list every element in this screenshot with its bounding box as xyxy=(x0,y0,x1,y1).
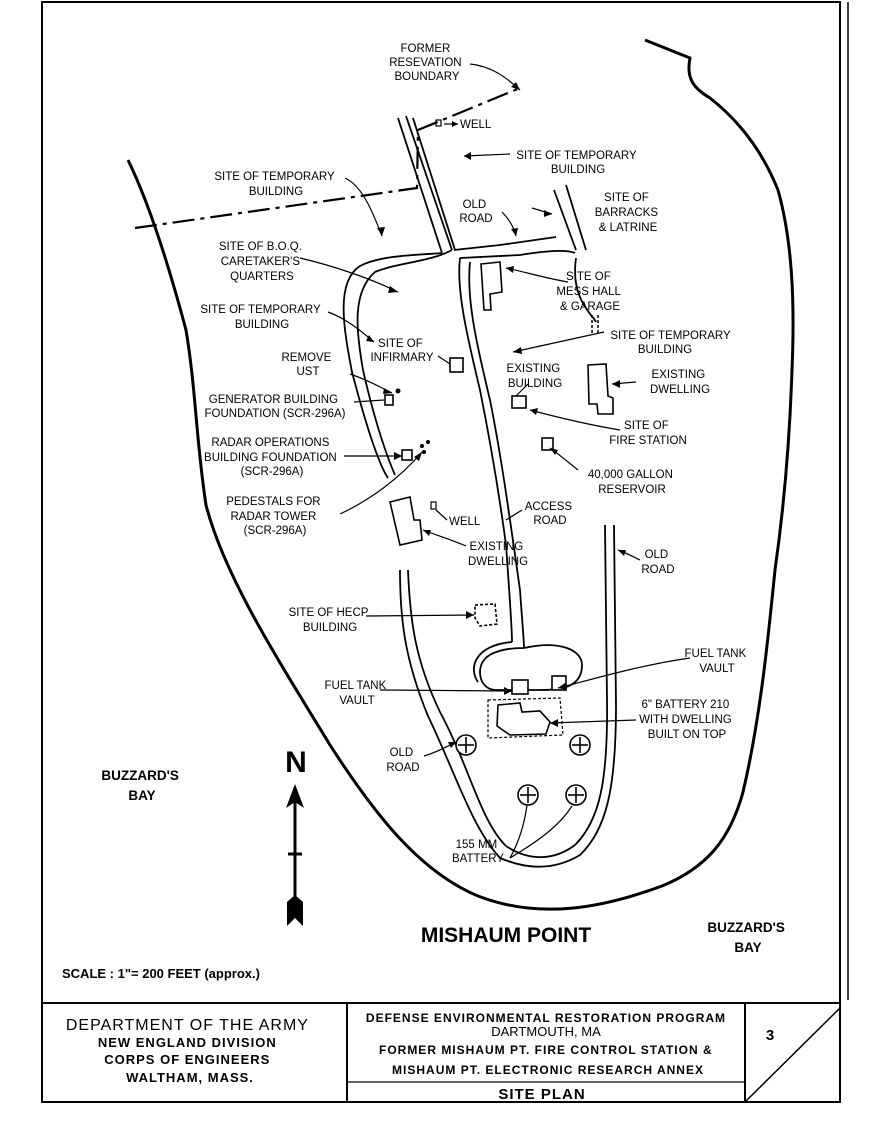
fuel-tank-left-label: FUEL TANK VAULT xyxy=(325,680,390,707)
hecp-label: SITE OF HECP BUILDING xyxy=(289,607,372,634)
battery-155-label: 155 MM BATTERY xyxy=(452,839,504,865)
arrowheads xyxy=(366,82,626,748)
old-road-right-label: OLD ROAD xyxy=(641,549,674,576)
point-name: MISHAUM POINT xyxy=(421,924,592,947)
well-top-symbol xyxy=(435,119,442,127)
buzzards-bay-right-label: BUZZARD'S BAY xyxy=(707,920,788,955)
well-top-label: WELL xyxy=(460,119,492,131)
former-boundary-label: FORMER RESEVATION BOUNDARY xyxy=(389,43,465,83)
north-arrow: N xyxy=(285,746,307,926)
generator-foundation xyxy=(384,394,394,406)
existing-dwelling-right-label: EXISTING DWELLING xyxy=(650,369,710,396)
reservoir-label: 40,000 GALLON RESERVOIR xyxy=(588,469,676,496)
existing-building-label: EXISTING BUILDING xyxy=(507,363,564,390)
battery-emplacement xyxy=(565,784,587,806)
mess-hall-label: SITE OF MESS HALL & GARAGE xyxy=(556,271,623,313)
road-network xyxy=(342,115,617,868)
battery-210-label: 6" BATTERY 210 WITH DWELLING BUILT ON TO… xyxy=(639,699,735,741)
buzzards-bay-left-label: BUZZARD'S BAY xyxy=(101,768,182,803)
location: DARTMOUTH, MA xyxy=(491,1024,601,1039)
fire-station-label: SITE OF FIRE STATION xyxy=(609,420,687,447)
leader-lines xyxy=(299,63,691,859)
map-labels: FORMER RESEVATION BOUNDARY WELL SITE OF … xyxy=(62,43,788,981)
existing-dwelling-mid-label: EXISTING DWELLING xyxy=(468,541,528,568)
reservoir xyxy=(541,437,554,451)
access-road-label: ACCESS ROAD xyxy=(525,501,576,527)
existing-building xyxy=(511,395,527,409)
title-block: DEPARTMENT OF THE ARMY NEW ENGLAND DIVIS… xyxy=(42,1002,841,1103)
infirmary-label: SITE OF INFIRMARY xyxy=(370,338,433,364)
battery-emplacement xyxy=(569,734,591,756)
agency-block: DEPARTMENT OF THE ARMY NEW ENGLAND DIVIS… xyxy=(66,1017,314,1085)
buildings xyxy=(384,119,614,739)
radar-ops-label: RADAR OPERATIONS BUILDING FOUNDATION (SC… xyxy=(204,437,340,478)
boq-label: SITE OF B.O.Q. CARETAKER'S QUARTERS xyxy=(219,241,305,283)
drawing-frame xyxy=(41,1,841,1103)
well-mid-label: WELL xyxy=(449,516,481,528)
fuel-tank-vault-left xyxy=(511,679,529,695)
infirmary-site xyxy=(449,357,464,373)
scale-label: SCALE : 1"= 200 FEET (approx.) xyxy=(62,966,260,981)
mess-hall-site xyxy=(480,261,503,311)
shoreline xyxy=(126,38,795,911)
radar-ops-foundation xyxy=(401,449,413,461)
temp-building-left-label: SITE OF TEMPORARY BUILDING xyxy=(214,171,337,198)
former-reservation-boundary xyxy=(134,86,521,230)
well-mid-symbol xyxy=(430,501,437,510)
temp-building-mid-left-label: SITE OF TEMPORARY BUILDING xyxy=(200,304,323,331)
fuel-tank-right-label: FUEL TANK VAULT xyxy=(685,648,750,675)
temp-building-top-label: SITE OF TEMPORARY BUILDING xyxy=(516,150,639,176)
temp-building-mid-right-label: SITE OF TEMPORARY BUILDING xyxy=(610,330,733,356)
battery-210 xyxy=(496,702,551,736)
existing-dwelling-mid xyxy=(389,496,423,546)
north-letter: N xyxy=(285,746,307,779)
project-name: FORMER MISHAUM PT. FIRE CONTROL STATION … xyxy=(379,1043,717,1077)
existing-dwelling-right xyxy=(587,363,614,415)
barracks-label: SITE OF BARRACKS & LATRINE xyxy=(595,192,661,234)
pedestals-label: PEDESTALS FOR RADAR TOWER (SCR-296A) xyxy=(226,496,324,537)
generator-label: GENERATOR BUILDING FOUNDATION (SCR-296A) xyxy=(205,394,346,420)
battery-emplacement xyxy=(517,784,539,806)
hecp-site xyxy=(474,603,498,627)
battery-emplacement xyxy=(455,734,477,756)
remove-ust-label: REMOVE UST xyxy=(281,352,334,378)
sheet-number: 3 xyxy=(766,1027,774,1044)
sheet-title: SITE PLAN xyxy=(498,1086,585,1103)
old-road-left-label: OLD ROAD xyxy=(386,747,419,774)
program-name: DEFENSE ENVIRONMENTAL RESTORATION PROGRA… xyxy=(366,1011,726,1025)
gun-emplacements xyxy=(455,734,591,806)
old-road-top-label: OLD ROAD xyxy=(459,199,492,225)
